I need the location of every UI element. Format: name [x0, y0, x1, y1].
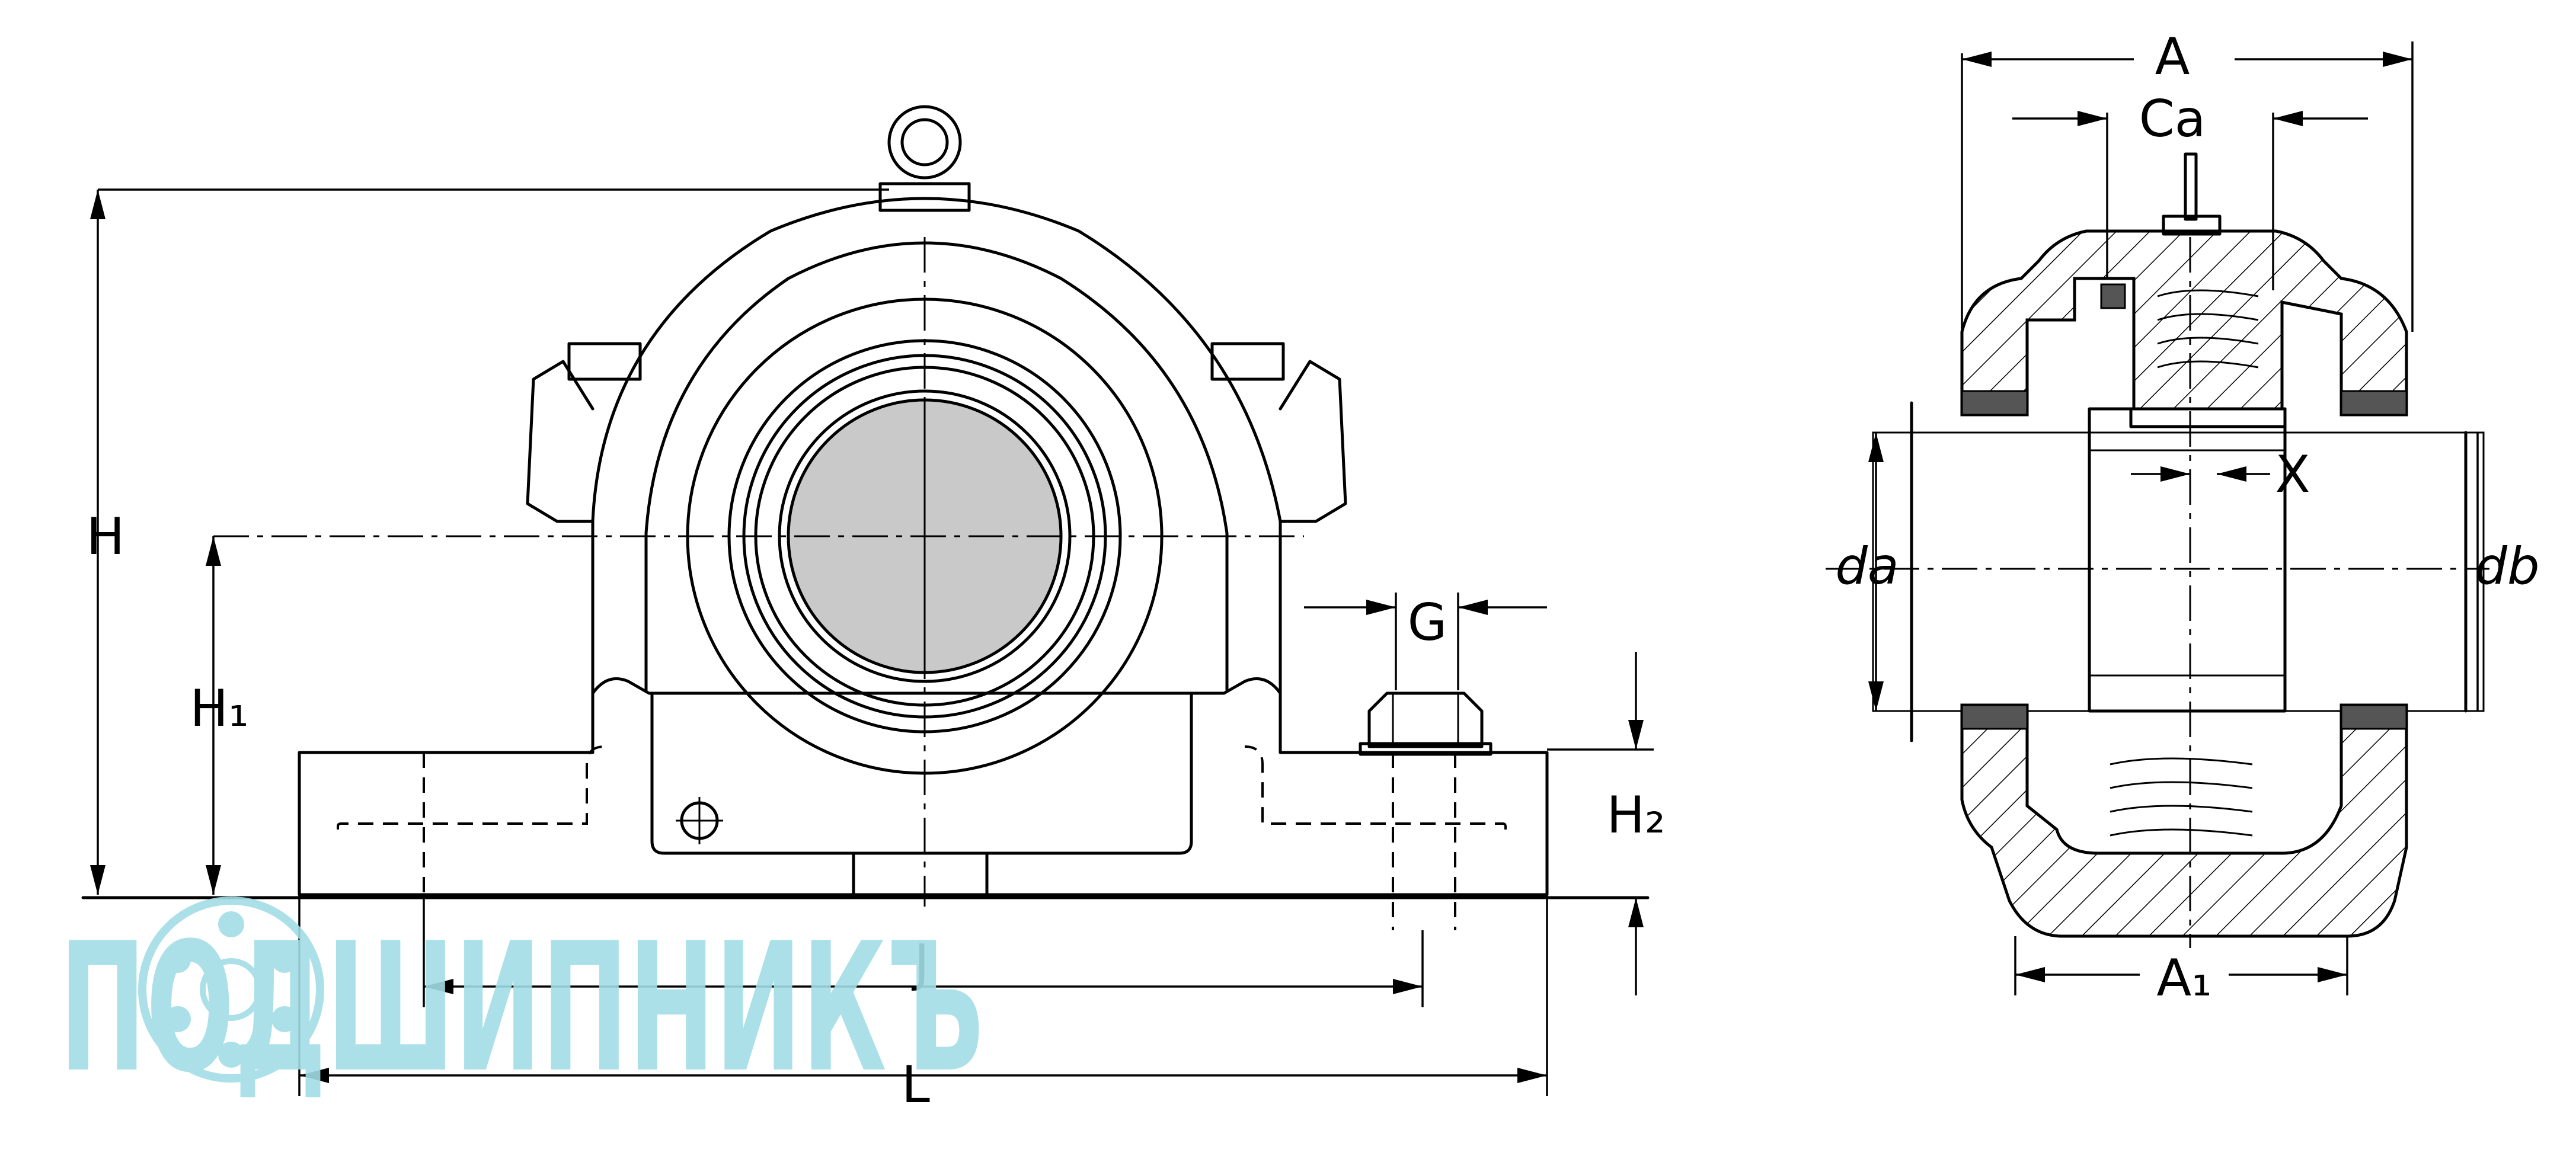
left-lug	[526, 360, 595, 523]
left-foot-hidden	[337, 745, 605, 830]
side-section-view: A Ca X da db A₁	[1826, 27, 2540, 1008]
grease-fitting-side	[2184, 152, 2198, 221]
right-cap-bolt	[1210, 342, 1285, 381]
roller-top	[2157, 289, 2259, 369]
dim-label-H1: H₁	[190, 679, 248, 738]
dim-label-L: L	[902, 1055, 930, 1115]
seal-left-top	[1961, 390, 2028, 416]
bearing-inner	[778, 389, 1072, 683]
dim-label-A1: A₁	[2156, 949, 2211, 1008]
seal-right-top	[2340, 390, 2408, 416]
upper-housing-section	[1960, 229, 2408, 417]
roller-bottom	[2110, 757, 2253, 837]
dim-label-Ca: Ca	[2139, 89, 2206, 149]
seal-ring	[2100, 283, 2126, 309]
foot-bolt-washer	[1359, 742, 1492, 756]
seal-right-bottom	[2340, 704, 2408, 730]
foot-bolt-head	[1367, 691, 1484, 748]
front-view: H H₁ G H₂ J L	[81, 105, 1666, 1115]
dim-label-db: db	[2475, 537, 2539, 596]
lower-housing-section	[1960, 703, 2408, 938]
eye-bolt-hole	[900, 118, 949, 166]
housing-body	[650, 691, 1193, 855]
watermark-logo-text: ПОДШИПНИКЪ	[59, 905, 984, 1112]
dim-label-da: da	[1835, 537, 1899, 596]
dim-label-A: A	[2155, 27, 2190, 87]
dim-label-J: J	[911, 934, 929, 993]
housing-cap-inner	[644, 241, 1229, 692]
bearing-ring-side	[2088, 407, 2287, 713]
foot-recess	[852, 851, 989, 896]
eye-bolt	[887, 105, 962, 180]
left-cap-bolt	[567, 342, 642, 381]
dim-label-H2: H₂	[1606, 786, 1665, 845]
dim-label-X: X	[2275, 445, 2310, 504]
watermark-bearing-icon	[138, 896, 324, 1083]
right-foot-hidden	[1244, 745, 1507, 830]
housing-base	[298, 677, 1549, 896]
housing-cap-outer	[591, 197, 1282, 695]
right-lug	[1279, 360, 1347, 523]
eye-bolt-base	[878, 182, 971, 212]
watermark: ПОДШИПНИКЪ	[59, 896, 984, 1112]
seal-left-bottom	[1961, 704, 2028, 730]
dim-label-H: H	[87, 507, 125, 566]
dim-label-G: G	[1408, 593, 1447, 652]
